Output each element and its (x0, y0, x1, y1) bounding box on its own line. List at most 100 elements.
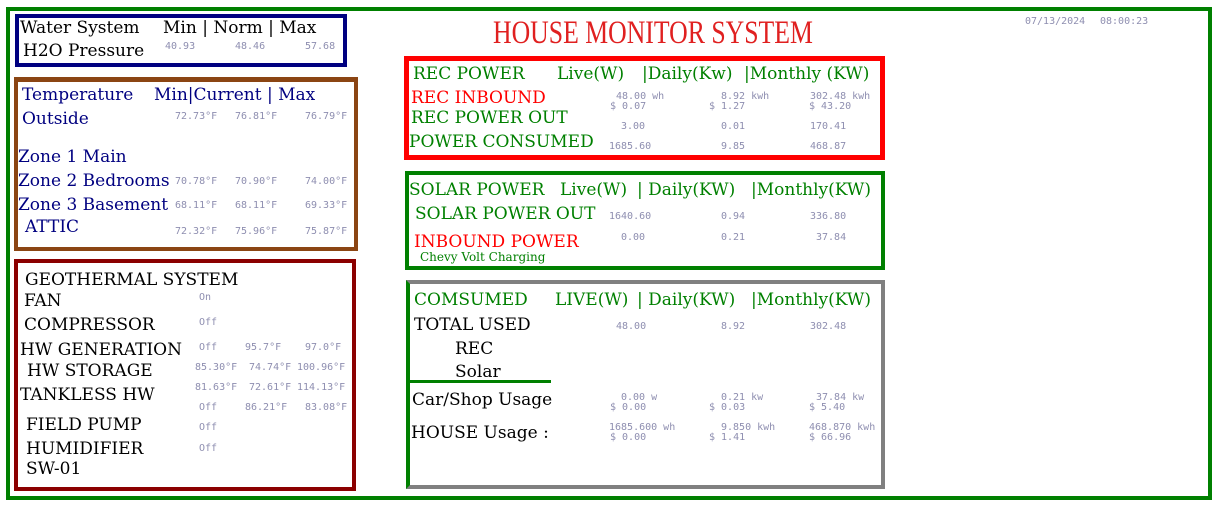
h2o-pressure-label: H2O Pressure (23, 41, 145, 61)
geo-row-label: HUMIDIFIER (26, 439, 144, 459)
rec-inbound-monthly: 302.48 kwh (810, 91, 871, 102)
rec-power-title: REC POWER (413, 64, 525, 84)
solar-out-live: 1640.60 (609, 211, 652, 222)
solar-inbound-live: 0.00 (621, 232, 646, 243)
geo-row-status: Off (199, 317, 218, 328)
geo-row-label: HW GENERATION (20, 340, 182, 360)
geo-row-status: Off (199, 422, 218, 433)
house-usage-label: HOUSE Usage : (411, 423, 549, 443)
total-used-label: TOTAL USED (414, 315, 531, 335)
temp-row-max: 76.79°F (305, 111, 348, 122)
solar-col-live: Live(W) (560, 180, 628, 200)
rec-inbound-monthly-cost: $ 43.20 (809, 101, 852, 112)
rec-inbound-live: 48.00 wh (616, 91, 665, 102)
rec-inbound-daily-cost: $ 1.27 (709, 101, 746, 112)
water-system-title: Water System (20, 18, 140, 38)
solar-sub-label: Solar (455, 362, 501, 382)
house-usage-live-cost: $ 0.00 (610, 432, 647, 443)
rec-inbound-daily: 8.92 kwh (721, 91, 770, 102)
solar-power-title: SOLAR POWER (409, 180, 545, 200)
temp-row-current: 75.96°F (235, 226, 278, 237)
geo-row-status: Off (199, 443, 218, 454)
temp-row-label: ATTIC (25, 217, 80, 237)
temp-row-current: 68.11°F (235, 200, 278, 211)
rec-out-label: REC POWER OUT (411, 108, 568, 128)
header-time: 08:00:23 (1100, 16, 1149, 27)
house-usage-daily-cost: $ 1.41 (709, 432, 746, 443)
solar-inbound-daily: 0.21 (721, 232, 746, 243)
geo-row-label: HW STORAGE (27, 361, 153, 381)
header-date: 07/13/2024 (1025, 16, 1086, 27)
solar-inbound-label: INBOUND POWER (414, 232, 579, 252)
geo-row-value: 72.61°F (249, 382, 292, 393)
temp-row-current: 76.81°F (235, 111, 278, 122)
geo-row-value: 85.30°F (195, 362, 238, 373)
geo-row-value: 81.63°F (195, 382, 238, 393)
car-shop-usage-label: Car/Shop Usage (412, 390, 553, 410)
rec-out-daily: 0.01 (721, 121, 746, 132)
rec-sub-label: REC (455, 339, 494, 359)
geo-row-value: 95.7°F (245, 342, 282, 353)
solar-inbound-monthly: 37.84 (816, 232, 847, 243)
temperature-title: Temperature (22, 85, 134, 105)
rec-out-monthly: 170.41 (810, 121, 847, 132)
temp-row-min: 72.73°F (175, 111, 218, 122)
rec-col-daily: |Daily(Kw) (642, 64, 733, 84)
car-shop-monthly: 37.84 kw (816, 392, 865, 403)
h2o-pressure-norm: 48.46 (235, 41, 266, 52)
geo-row-status: Off (199, 342, 218, 353)
geo-row-label: FAN (24, 291, 62, 311)
power-consumed-monthly: 468.87 (810, 141, 847, 152)
temperature-col-headers: Min|Current | Max (154, 85, 316, 105)
temp-row-max: 74.00°F (305, 176, 348, 187)
power-consumed-live: 1685.60 (609, 141, 652, 152)
geo-row-value: 74.74°F (249, 362, 292, 373)
house-usage-daily: 9.850 kwh (721, 422, 776, 433)
geothermal-panel (14, 259, 356, 491)
geothermal-title: GEOTHERMAL SYSTEM (25, 270, 239, 290)
car-shop-live: 0.00 w (621, 392, 658, 403)
temp-row-min: 70.78°F (175, 176, 218, 187)
power-consumed-daily: 9.85 (721, 141, 746, 152)
rec-out-live: 3.00 (621, 121, 646, 132)
geo-row-value: 114.13°F (297, 382, 346, 393)
consumed-col-live: LIVE(W) (555, 290, 629, 310)
solar-col-monthly: |Monthly(KW) (751, 180, 871, 200)
water-col-headers: Min | Norm | Max (163, 18, 317, 38)
car-shop-monthly-cost: $ 5.40 (809, 402, 846, 413)
consumed-panel (406, 280, 885, 489)
temp-row-max: 75.87°F (305, 226, 348, 237)
geo-row-label: FIELD PUMP (26, 415, 142, 435)
solar-out-daily: 0.94 (721, 211, 746, 222)
consumed-divider (408, 380, 551, 383)
rec-inbound-live-cost: $ 0.07 (610, 101, 647, 112)
geo-row-value: 86.21°F (245, 402, 288, 413)
rec-col-monthly: |Monthly (KW) (744, 64, 870, 84)
temp-row-current: 70.90°F (235, 176, 278, 187)
car-shop-daily-cost: $ 0.03 (709, 402, 746, 413)
geo-row-label: TANKLESS HW (20, 385, 155, 405)
solar-col-daily: | Daily(KW) (637, 180, 736, 200)
temperature-panel (14, 77, 358, 251)
water-system-panel (15, 14, 347, 67)
h2o-pressure-min: 40.93 (165, 41, 196, 52)
solar-power-panel (405, 171, 885, 270)
car-shop-live-cost: $ 0.00 (610, 402, 647, 413)
h2o-pressure-max: 57.68 (305, 41, 336, 52)
temp-row-label: Zone 3 Basement (18, 195, 169, 215)
geo-row-value: 97.0°F (305, 342, 342, 353)
solar-out-monthly: 336.80 (810, 211, 847, 222)
car-shop-daily: 0.21 kw (721, 392, 764, 403)
consumed-title: COMSUMED (414, 290, 528, 310)
temp-row-min: 68.11°F (175, 200, 218, 211)
house-usage-live: 1685.600 wh (609, 422, 676, 433)
outer-frame (6, 7, 1212, 500)
temp-row-label: Outside (22, 109, 89, 129)
geo-row-value: 83.08°F (305, 402, 348, 413)
temp-row-label: Zone 2 Bedrooms (18, 171, 170, 191)
consumed-col-daily: | Daily(KW) (637, 290, 736, 310)
page-title: HOUSE MONITOR SYSTEM (493, 15, 813, 51)
geo-row-label: COMPRESSOR (24, 315, 155, 335)
temp-row-max: 69.33°F (305, 200, 348, 211)
total-used-monthly: 302.48 (810, 321, 847, 332)
